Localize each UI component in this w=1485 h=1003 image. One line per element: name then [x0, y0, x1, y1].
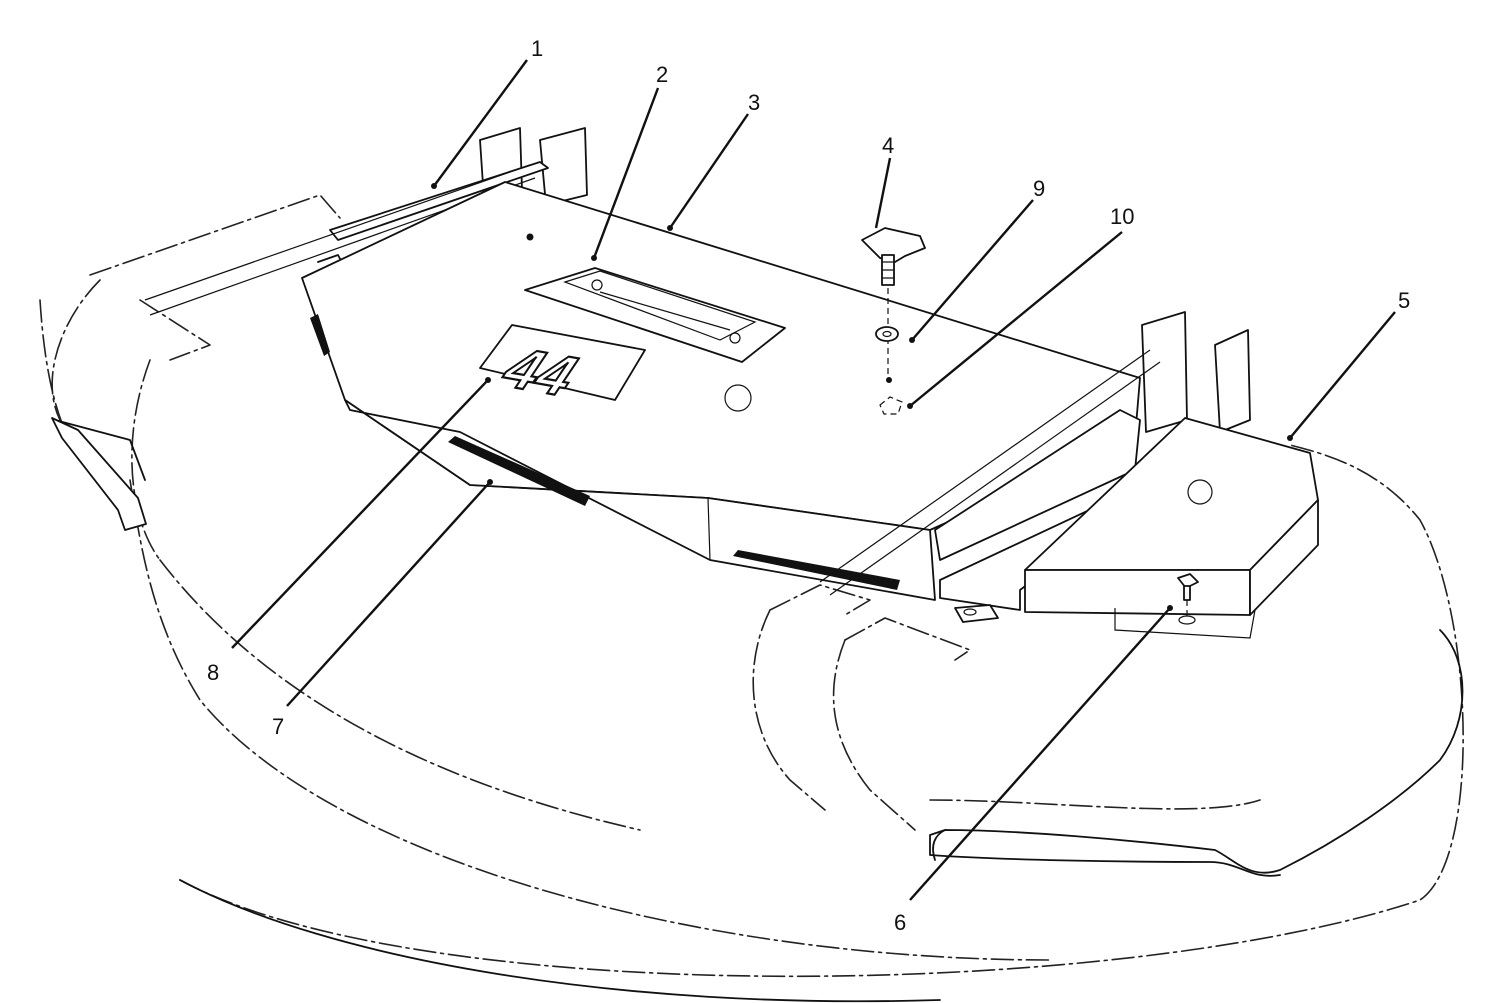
- callout-10: 10: [1110, 204, 1134, 229]
- right-front-skirt: [929, 629, 1464, 877]
- callout-leaders: [231, 59, 1396, 901]
- front-deflector: [752, 584, 971, 831]
- callout-5: 5: [1398, 288, 1410, 313]
- callout-4: 4: [882, 133, 894, 158]
- instruction-decal: [524, 267, 786, 363]
- model-number-decal: 44: [479, 324, 646, 409]
- phantom-mower-deck: [39, 194, 1464, 978]
- callout-1: 1: [531, 36, 543, 61]
- callout-2: 2: [656, 62, 668, 87]
- callout-6: 6: [894, 910, 906, 935]
- callout-labels: 1 2 3 4 5 6 7 8 9 10: [207, 36, 1410, 935]
- callout-3: 3: [748, 90, 760, 115]
- knob-hardware: [861, 227, 926, 415]
- side-chute-cover: [954, 417, 1319, 639]
- callout-9: 9: [1033, 176, 1045, 201]
- callout-7: 7: [272, 714, 284, 739]
- right-hinge-assembly: [819, 311, 1251, 611]
- main-cover-panel: [301, 181, 1141, 601]
- callout-8: 8: [207, 660, 219, 685]
- left-rear-skirt: [51, 417, 941, 1003]
